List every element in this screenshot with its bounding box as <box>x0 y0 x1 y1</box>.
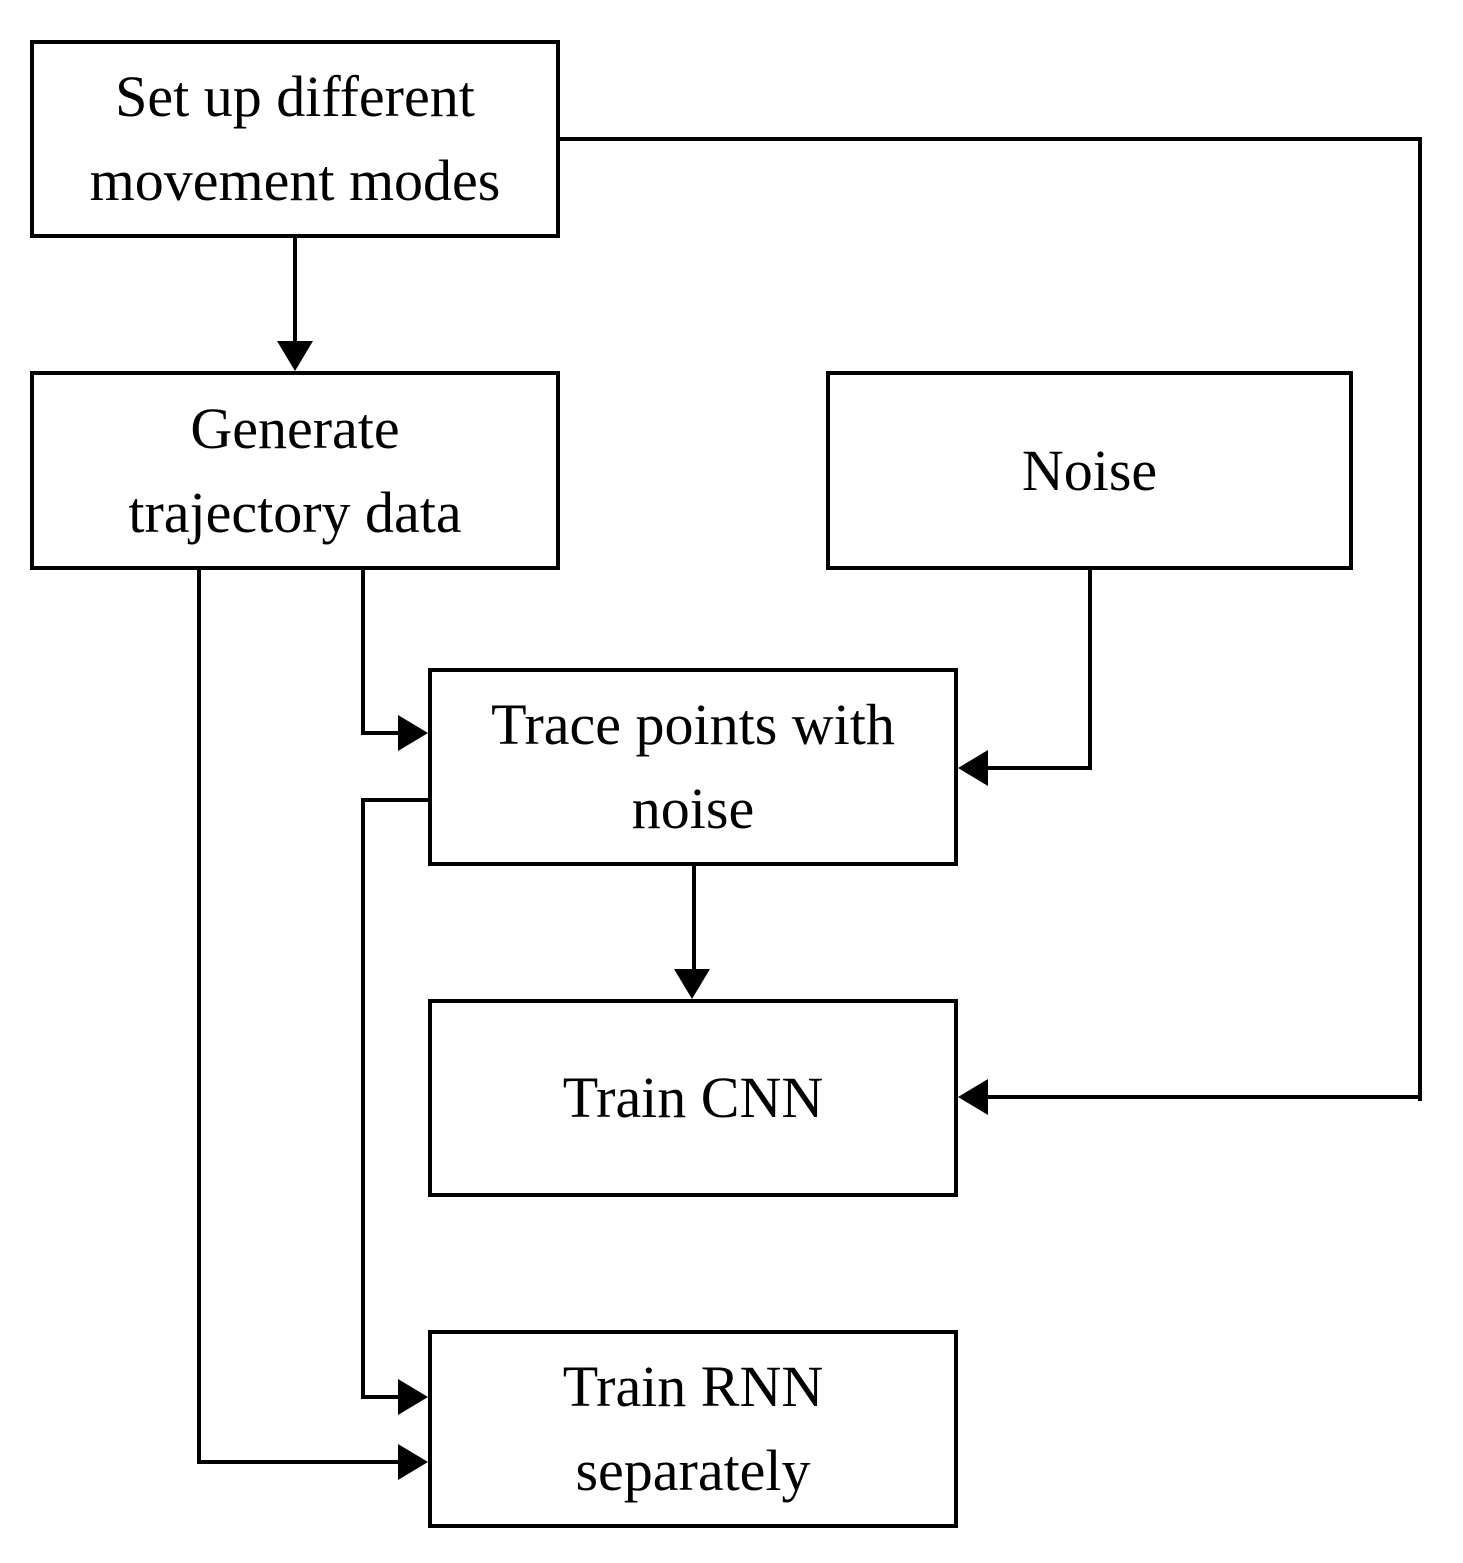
edge-noise-to-trace-line <box>988 766 1092 770</box>
node-trace-points-with-noise: Trace points with noise <box>428 668 958 866</box>
edge-generate-to-trace-line <box>361 570 365 735</box>
node-train-cnn: Train CNN <box>428 999 958 1197</box>
edge-setup-to-cnn-line <box>988 1095 1422 1099</box>
edge-generate-to-trace-line <box>361 731 398 735</box>
node-label-line: Train RNN <box>562 1354 824 1419</box>
edge-trace-to-cnn-arrowhead-icon <box>674 969 710 999</box>
edge-trace-to-cnn-line <box>692 865 696 969</box>
edge-setup-to-generate-line <box>293 237 297 341</box>
edge-setup-to-cnn-arrowhead-icon <box>958 1079 988 1115</box>
node-setup-different-movement-modes: Set up different movement modes <box>30 40 560 238</box>
edge-noise-to-trace-line <box>1088 570 1092 770</box>
edge-trace-to-rnn-line <box>361 798 365 1399</box>
node-label-line: Generate <box>190 395 400 461</box>
edge-generate-to-rnn-arrowhead-icon <box>398 1444 428 1480</box>
node-label-line: Trace points with <box>491 692 895 757</box>
edge-trace-to-rnn-line <box>361 798 428 802</box>
edge-setup-to-cnn-line <box>560 137 1422 141</box>
edge-trace-to-rnn-arrowhead-icon <box>398 1379 428 1415</box>
node-label-line: Set up different <box>115 64 475 129</box>
edge-generate-to-rnn-line <box>197 570 201 1464</box>
node-generate-trajectory-data: Generate trajectory data <box>30 371 560 570</box>
node-noise: Noise <box>826 371 1353 570</box>
node-label-line: Noise <box>1021 437 1158 503</box>
node-label-line: Train CNN <box>562 1065 824 1130</box>
node-label-line: noise <box>631 776 755 841</box>
edge-noise-to-trace-arrowhead-icon <box>958 750 988 786</box>
node-label-line: trajectory data <box>128 479 462 545</box>
edge-trace-to-rnn-line <box>361 1395 398 1399</box>
edge-generate-to-rnn-line <box>197 1460 398 1464</box>
node-label-line: separately <box>575 1438 811 1503</box>
edge-generate-to-trace-arrowhead-icon <box>398 715 428 751</box>
node-label-line: movement modes <box>89 148 501 213</box>
node-train-rnn-separately: Train RNN separately <box>428 1330 958 1528</box>
edge-setup-to-cnn-line <box>1418 137 1422 1101</box>
edge-setup-to-generate-arrowhead-icon <box>277 341 313 371</box>
